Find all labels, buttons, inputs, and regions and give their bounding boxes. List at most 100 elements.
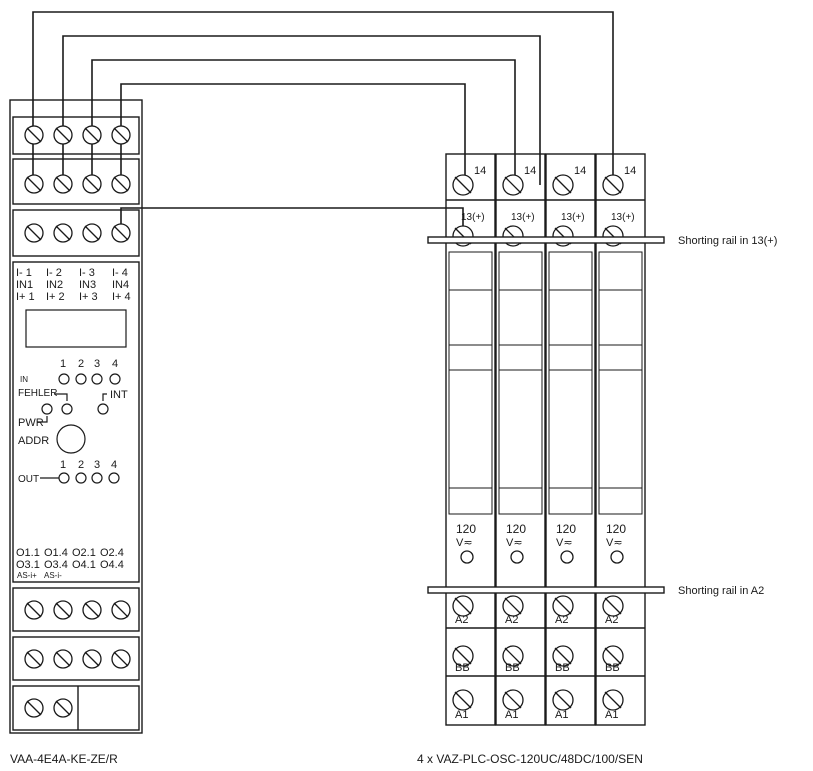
relay-2-voltage-symbol: V≂ [506, 537, 523, 549]
relay-3-terminal-a1: A1 [555, 709, 568, 721]
relays-caption: 4 x VAZ-PLC-OSC-120UC/48DC/100/SEN [417, 752, 643, 766]
shorting-rail-a2 [427, 586, 665, 594]
out-label-o3-1: O3.1 [16, 559, 40, 571]
wire-output-3 [91, 59, 516, 185]
in-led-2 [75, 373, 87, 385]
pwr-label: PWR [18, 417, 44, 429]
pwr-bracket [37, 416, 48, 423]
module-caption: VAA-4E4A-KE-ZE/R [10, 752, 118, 766]
output-labels: O1.1 O1.4 O2.1 O2.4 O3.1 O3.4 O4.1 O4.4 … [16, 547, 124, 580]
input-4-bot: I+ 4 [112, 291, 131, 303]
relay-3: 14 13(+) 120 V≂ A2 BB A1 [545, 153, 596, 726]
relay-3-voltage: 120 [556, 522, 576, 536]
out-led-number-4: 4 [111, 459, 117, 471]
relay-3-terminal-14: 14 [574, 165, 586, 177]
out-label: OUT [18, 474, 39, 485]
screw-row-6 [24, 698, 73, 718]
input-1-top: I- 1 [16, 267, 32, 279]
input-1-mid: IN1 [16, 279, 33, 291]
relay-1-terminal-a1: A1 [455, 709, 468, 721]
int-label: INT [110, 389, 128, 401]
input-4-mid: IN4 [112, 279, 129, 291]
out-led-2 [75, 472, 87, 484]
in-led-3 [91, 373, 103, 385]
screw-row-4 [24, 600, 131, 620]
led-section: 1 2 3 4 IN FEHLER INT PWR ADDR [18, 358, 128, 485]
module-screw-terminals [24, 125, 131, 718]
out-label-o1-1: O1.1 [16, 547, 40, 559]
input-3-bot: I+ 3 [79, 291, 98, 303]
out-led-number-1: 1 [60, 459, 66, 471]
input-2-bot: I+ 2 [46, 291, 65, 303]
relay-4-terminal-14: 14 [624, 165, 636, 177]
wire-output-4 [120, 83, 466, 185]
out-led-number-3: 3 [94, 459, 100, 471]
relay-4: 14 13(+) 120 V≂ A2 BB A1 [595, 153, 646, 726]
relay-1-terminal-14: 14 [474, 165, 486, 177]
relay-1-voltage-symbol: V≂ [456, 537, 473, 549]
out-led-number-2: 2 [78, 459, 84, 471]
out-label-o2-1: O2.1 [72, 547, 96, 559]
out-label-o3-4: O3.4 [44, 559, 68, 571]
in-label: IN [20, 375, 28, 384]
relay-4-terminal-bb: BB [605, 662, 620, 674]
wire-common [120, 207, 464, 231]
relay-3-terminal-13: 13(+) [561, 212, 585, 223]
in-led-number-1: 1 [60, 358, 66, 370]
out-label-o4-4: O4.4 [100, 559, 124, 571]
out-label-o1-4: O1.4 [44, 547, 68, 559]
relay-3-terminal-a2: A2 [555, 614, 568, 626]
input-3-top: I- 3 [79, 267, 95, 279]
wire-output-1 [32, 11, 614, 185]
relay-3-voltage-symbol: V≂ [556, 537, 573, 549]
in-led-number-3: 3 [94, 358, 100, 370]
relay-2-terminal-bb: BB [505, 662, 520, 674]
relay-4-terminal-a2: A2 [605, 614, 618, 626]
in-led-number-2: 2 [78, 358, 84, 370]
pwr-led [61, 403, 73, 415]
input-labels: I- 1 IN1 I+ 1 I- 2 IN2 I+ 2 I- 3 IN3 I+ … [16, 267, 131, 303]
relay-4-terminal-13: 13(+) [611, 212, 635, 223]
fehler-led [41, 403, 53, 415]
relay-3-terminal-bb: BB [555, 662, 570, 674]
shorting-rail-13-label: Shorting rail in 13(+) [678, 235, 777, 247]
relay-2-terminal-13: 13(+) [511, 212, 535, 223]
relays: 14 13(+) 120 V≂ A2 BB A1 [445, 153, 646, 726]
relay-2-terminal-a2: A2 [505, 614, 518, 626]
out-label-o2-4: O2.4 [100, 547, 124, 559]
addr-label: ADDR [18, 435, 49, 447]
int-bracket [102, 393, 107, 401]
relay-2-terminal-14: 14 [524, 165, 536, 177]
wire-output-2 [62, 35, 541, 185]
wires [32, 11, 614, 231]
input-4-top: I- 4 [112, 267, 128, 279]
out-led-4 [108, 472, 120, 484]
input-1-bot: I+ 1 [16, 291, 35, 303]
input-2-top: I- 2 [46, 267, 62, 279]
screw-row-3 [24, 223, 131, 243]
relay-1: 14 13(+) 120 V≂ A2 BB A1 [445, 153, 496, 726]
addr-button [56, 424, 86, 454]
input-2-mid: IN2 [46, 279, 63, 291]
in-led-number-4: 4 [112, 358, 118, 370]
asi-plus-label: AS-i+ [17, 571, 37, 580]
out-led-3 [91, 472, 103, 484]
screw-row-2 [24, 174, 131, 194]
relay-1-terminal-bb: BB [455, 662, 470, 674]
shorting-rail-a2-label: Shorting rail in A2 [678, 585, 764, 597]
fehler-label: FEHLER [18, 388, 57, 399]
relay-2: 14 13(+) 120 V≂ A2 BB A1 [495, 153, 546, 726]
module-housing [9, 99, 143, 734]
in-led-1 [58, 373, 70, 385]
screw-row-5 [24, 649, 131, 669]
relay-4-voltage-symbol: V≂ [606, 537, 623, 549]
out-led-1 [58, 472, 70, 484]
input-3-mid: IN3 [79, 279, 96, 291]
relay-1-voltage: 120 [456, 522, 476, 536]
relay-1-terminal-a2: A2 [455, 614, 468, 626]
relay-4-terminal-a1: A1 [605, 709, 618, 721]
relay-1-terminal-13: 13(+) [461, 212, 485, 223]
relay-2-voltage: 120 [506, 522, 526, 536]
asi-minus-label: AS-i- [44, 571, 62, 580]
